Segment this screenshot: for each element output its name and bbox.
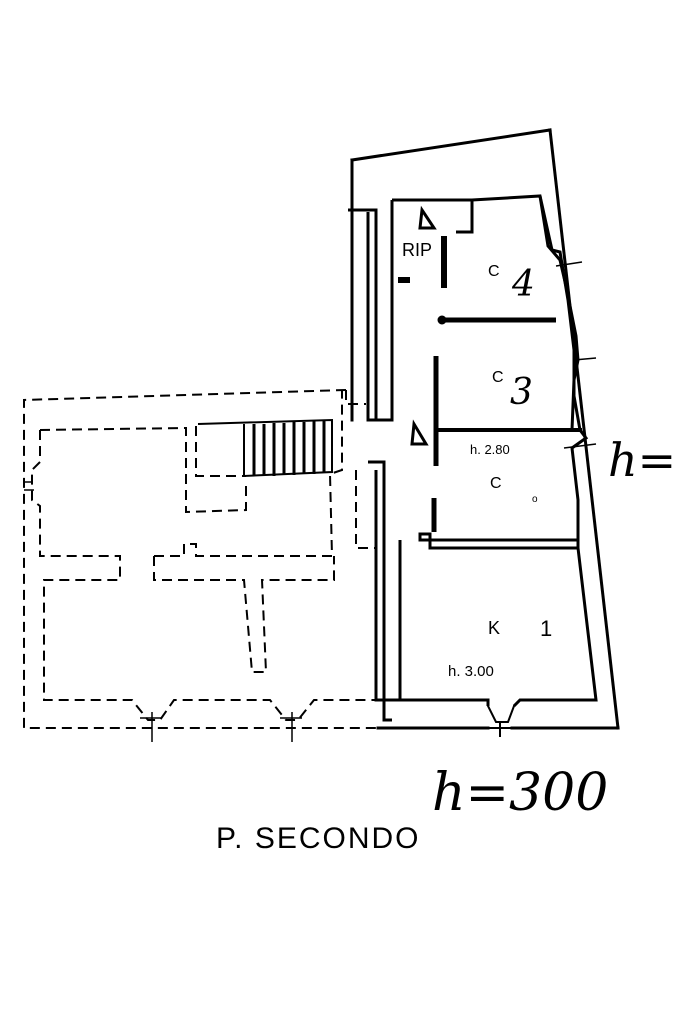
staircase [197,418,333,478]
label-c4-number: 4 [511,264,535,305]
corridor-triangle [410,419,429,446]
building-outline [350,128,620,737]
label-c-letter: C [490,475,502,492]
wall-lower-left [368,460,392,722]
label-rip: RIP [402,240,432,260]
partitions [398,236,597,532]
wall-lower-inner [374,470,402,702]
stair-markers [410,205,437,446]
kitchen-left [400,698,490,706]
dashed-top-connector [345,390,366,405]
label-kitchen-height: h. 3.00 [448,663,494,680]
handwritten-height-bottom: h=300 [432,763,608,823]
label-k1-number: 1 [540,616,552,641]
label-c3-letter: C [492,369,504,386]
window-tick-c [563,443,597,449]
label-c4-letter: C [488,263,500,280]
label-corridor-height: h. 2.80 [470,442,510,457]
hatch-bottom-1 [140,712,162,742]
dashed-inner-top [39,426,247,514]
right-outer-wall [548,128,620,730]
label-c-mark: o [532,494,538,505]
dashed-center-block [154,390,343,557]
hatch-marks [24,481,302,742]
dashed-outline [23,389,376,729]
hatch-bottom-2 [280,712,302,742]
partition-dot [437,315,447,325]
corridor-walls [348,194,598,722]
rip-triangle [418,205,437,230]
window-tick-c3 [573,357,597,361]
dashed-inner-left [31,430,376,721]
dashed-outer [23,389,376,729]
window-tick-c4 [555,261,583,267]
label-k1-letter: K [488,618,500,638]
dashed-right-connector [355,470,376,549]
kitchen-right [512,547,598,708]
hatch-left [24,481,34,491]
wall-upper-corridor [368,200,394,422]
label-c3-number: 3 [510,372,533,413]
kitchen-top [418,532,580,550]
stair-treads [252,421,326,476]
roof-line [350,128,552,162]
stair-outline [197,418,333,478]
plan-title: P. SECONDO [216,822,421,855]
handwritten-height-right: h= [608,433,676,487]
dashed-stair-box [195,426,246,477]
wall-inner-right-outer [538,195,580,431]
dashed-center-lower [153,556,335,673]
